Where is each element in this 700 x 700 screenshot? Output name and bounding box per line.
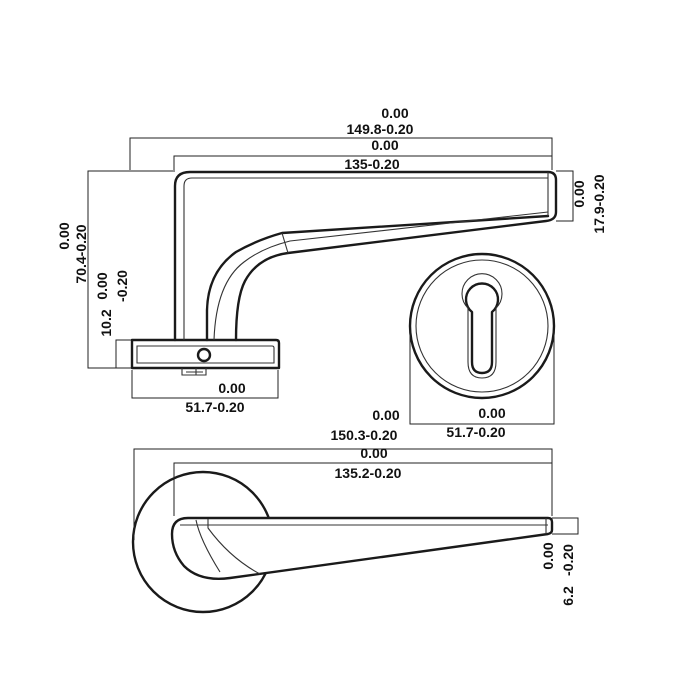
dim-top-lever-width-lower: 135.2-0.20 <box>335 465 402 481</box>
dim-top-tip-thickness: 0.00 -0.20 6.2 <box>540 517 579 606</box>
dim-side-rose-height-upper: 0.00 <box>94 272 110 299</box>
dim-side-overall-width-lower: 149.8-0.20 <box>347 121 414 137</box>
dim-top-overall-width: 150.3-0.20 0.00 <box>133 427 553 540</box>
dim-side-rose-width: 0.00 51.7-0.20 <box>131 370 279 415</box>
top-lever <box>170 516 554 580</box>
dim-front-rose-diameter-upper: 0.00 <box>478 405 505 421</box>
dim-top-tip-thickness-lower-2: 6.2 <box>560 586 576 606</box>
dim-top-tip-thickness-lower-1: -0.20 <box>560 544 576 576</box>
side-view: 0.00 149.8-0.20 0.00 135-0.20 0.00 17.9-… <box>56 105 607 415</box>
side-rose-plate <box>130 338 281 376</box>
dim-top-overall-width-upper: 0.00 <box>360 445 387 461</box>
dim-front-rose-diameter-lower: 51.7-0.20 <box>446 424 505 440</box>
rose-inner-circle <box>415 259 549 393</box>
set-screw-icon <box>196 347 212 363</box>
front-view: 0.00 0.00 51.7-0.20 <box>372 252 556 440</box>
dim-side-lever-width-upper: 0.00 <box>371 137 398 153</box>
dim-side-lever-width-lower: 135-0.20 <box>344 156 399 172</box>
dim-front-rose-diameter-prefix: 0.00 <box>372 407 399 423</box>
dim-side-overall-width: 0.00 149.8-0.20 <box>129 105 553 170</box>
dim-top-lever-width: 135.2-0.20 <box>173 462 552 516</box>
dim-side-overall-height: 0.00 70.4-0.20 <box>56 170 175 369</box>
dim-side-tip-height: 0.00 17.9-0.20 <box>556 170 607 234</box>
dim-side-rose-height-lower-2: 10.2 <box>98 309 114 336</box>
dim-side-rose-height: 0.00 -0.20 10.2 <box>94 270 131 369</box>
dim-side-overall-width-upper: 0.00 <box>381 105 408 121</box>
dim-side-rose-height-lower-1: -0.20 <box>114 270 130 302</box>
dim-top-tip-thickness-upper: 0.00 <box>540 542 556 569</box>
dim-top-overall-width-lower: 150.3-0.20 <box>331 427 398 443</box>
dim-side-tip-height-upper: 0.00 <box>571 180 587 207</box>
top-view: 150.3-0.20 0.00 135.2-0.20 0.00 -0.20 6.… <box>131 427 579 614</box>
dim-side-overall-height-lower: 70.4-0.20 <box>73 224 89 283</box>
side-lever <box>173 170 558 342</box>
dim-side-rose-width-lower: 51.7-0.20 <box>185 399 244 415</box>
dim-side-tip-height-lower: 17.9-0.20 <box>591 174 607 233</box>
rose-outer-circle <box>408 252 556 400</box>
dim-side-overall-height-upper: 0.00 <box>56 222 72 249</box>
dim-front-rose-diameter: 0.00 0.00 51.7-0.20 <box>372 330 555 440</box>
euro-cylinder-keyhole-icon <box>464 282 500 375</box>
dim-side-rose-width-upper: 0.00 <box>218 380 245 396</box>
dim-side-lever-width: 0.00 135-0.20 <box>173 137 553 172</box>
